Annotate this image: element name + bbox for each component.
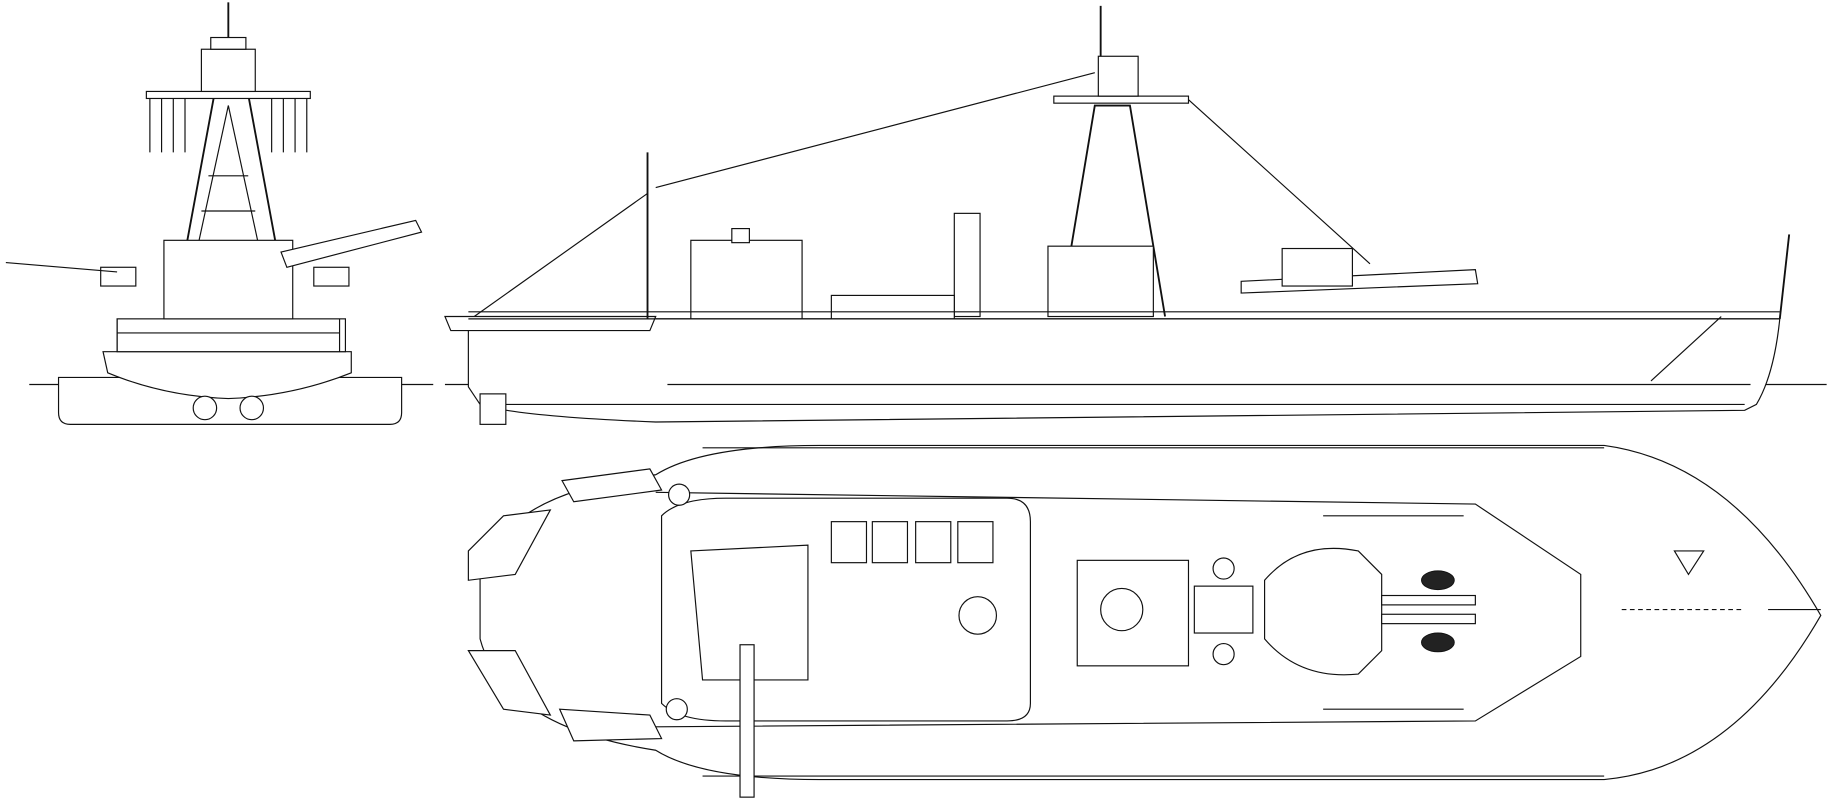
boat-plan-upper xyxy=(467,509,552,581)
deck-rail xyxy=(468,311,1780,320)
propeller-left xyxy=(192,395,218,421)
bow-marker xyxy=(1673,550,1705,576)
rangefinder xyxy=(210,36,247,50)
searchlight-platform-right xyxy=(313,266,350,287)
funnel xyxy=(953,212,981,318)
boat-aft xyxy=(444,315,657,332)
propeller-right xyxy=(239,395,265,421)
boat-plan-lower-2 xyxy=(558,708,663,742)
bridge xyxy=(1047,245,1154,318)
main-gun-barrel-plan-2 xyxy=(1381,613,1476,625)
hawse-lower xyxy=(1421,632,1455,653)
vent-lattice xyxy=(830,294,955,320)
jackstaff xyxy=(1778,234,1791,319)
main-gun-profile xyxy=(1240,269,1479,294)
searchlight-platform-left xyxy=(100,266,137,287)
aft-gun-house-plan xyxy=(690,544,809,681)
boat-plan-lower xyxy=(467,650,552,716)
side-profile xyxy=(444,5,1827,425)
tripod-foremast xyxy=(1058,104,1166,317)
spotting-top-profile xyxy=(1097,55,1139,97)
boat-plan-upper-2 xyxy=(561,468,663,503)
deck-railing xyxy=(116,318,341,352)
foremast-platform xyxy=(1053,95,1190,104)
barbette-deck xyxy=(1193,585,1254,634)
searchlight-plan-lower xyxy=(1212,642,1235,666)
hull-profile xyxy=(467,318,1781,423)
vent-hatches xyxy=(830,521,994,564)
spotting-top-platform xyxy=(145,90,311,100)
awning-stanchions xyxy=(149,98,308,153)
rudder xyxy=(479,393,507,425)
main-gun-barrel-plan-1 xyxy=(1381,594,1476,606)
superstructure xyxy=(163,239,294,320)
boat-boom xyxy=(5,262,118,273)
main-deck xyxy=(116,318,347,353)
conning-tower-plan xyxy=(1100,587,1144,632)
mast-bracing xyxy=(198,105,259,241)
aft-superstructure xyxy=(690,239,803,320)
deck-edge xyxy=(655,491,1582,728)
deck-rails-plan xyxy=(1323,515,1464,710)
turret-profile xyxy=(1281,247,1353,287)
capstan-aft-lower xyxy=(665,698,688,721)
capstan-aft-upper xyxy=(668,483,691,506)
funnel-plan xyxy=(958,596,998,635)
plan-view xyxy=(467,444,1822,798)
front-view xyxy=(5,2,434,425)
aft-gun-barrel-plan xyxy=(739,644,755,798)
main-gun-barrel xyxy=(280,219,423,268)
hull-lines xyxy=(480,383,1751,406)
hull-section xyxy=(102,351,352,400)
main-turret-plan xyxy=(1264,547,1383,676)
bulge-hatching xyxy=(702,447,1605,777)
hawse-upper xyxy=(1421,570,1455,591)
aft-gun-mount xyxy=(731,228,750,244)
searchlight-plan-upper xyxy=(1212,557,1235,580)
tripod-mast xyxy=(186,81,277,241)
hull-bulge xyxy=(57,376,403,425)
rigging xyxy=(473,72,1371,317)
anchor-chain xyxy=(1650,316,1722,382)
spotting-top xyxy=(200,48,256,93)
